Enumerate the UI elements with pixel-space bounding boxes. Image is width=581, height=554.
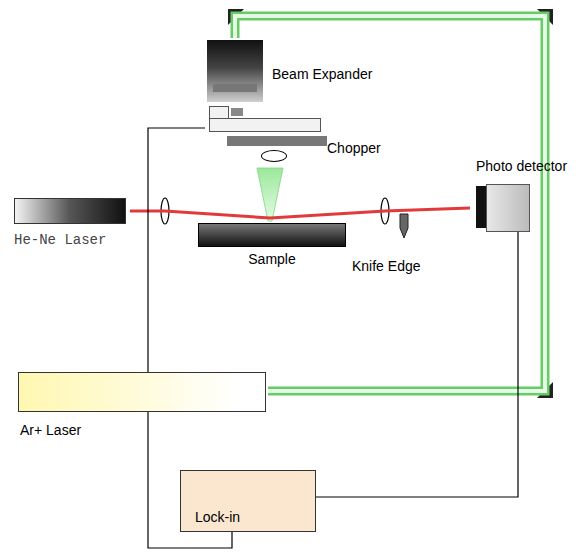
ar-laser: Ar+ Laser (16, 370, 268, 442)
beam-expander-band (213, 84, 257, 92)
part-label: Knife Edge (352, 258, 421, 275)
knife-edge-symbol (400, 214, 408, 238)
connector-stroke (130, 208, 470, 218)
node-label: He-Ne Laser (14, 232, 106, 249)
photo-detector: Photo detector (470, 158, 580, 232)
laser-body (18, 372, 266, 412)
focused-pump-beam (257, 168, 283, 221)
node-label: Chopper (327, 140, 381, 157)
connector-stroke (316, 232, 518, 497)
signal-cable (316, 232, 518, 497)
laser-body (14, 198, 126, 224)
detector-body (486, 184, 530, 232)
beam-expander: Beam Expander (205, 38, 383, 104)
node-label: Sample (248, 251, 295, 268)
sample: Sample (196, 221, 348, 271)
chopper: Chopper (205, 104, 385, 168)
probe-beam (130, 208, 470, 218)
he-ne-laser: He-Ne Laser (12, 196, 130, 256)
chopper-knob (231, 108, 243, 116)
connector-stroke (235, 16, 545, 391)
detector-front (476, 186, 486, 228)
beam-expander-body (207, 40, 263, 102)
focus-lens (261, 150, 287, 162)
lock-in-amplifier: Lock-in (180, 470, 316, 532)
node-label: Photo detector (476, 158, 567, 175)
node-label: Lock-in (195, 509, 240, 526)
node-label: Ar+ Laser (20, 422, 81, 439)
chopper-blade (227, 136, 327, 146)
chopper-mount (209, 118, 321, 132)
connector-stroke (235, 16, 545, 391)
sample-slab (198, 223, 346, 247)
pump-beam (235, 16, 545, 391)
node-label: Beam Expander (272, 66, 372, 83)
